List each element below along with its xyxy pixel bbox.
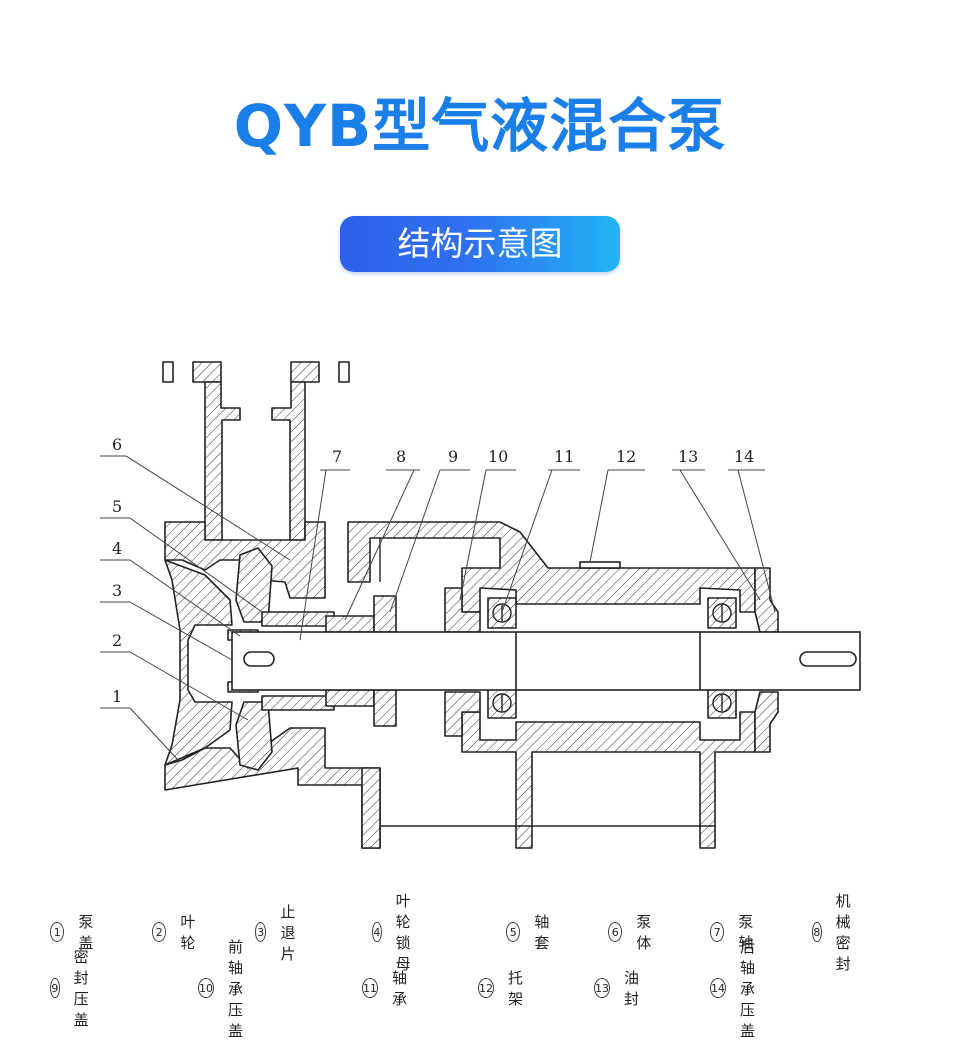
rear-bearing-cover-lower (754, 691, 779, 753)
outlet-flange-end-right (338, 361, 350, 383)
callout-3: 3 (112, 581, 122, 600)
legend-label: 泵体 (636, 913, 652, 952)
bracket-lower (461, 711, 756, 849)
callout-4: 4 (112, 539, 122, 558)
pump-shaft (231, 631, 861, 691)
legend-number: 9 (50, 978, 60, 998)
legend-item: 12 托架 (478, 969, 527, 1008)
legend-number: 14 (710, 978, 726, 998)
legend-number: 12 (478, 978, 494, 998)
legend-label: 机械密封 (835, 892, 851, 973)
bracket-base-left (361, 767, 381, 849)
legend-label: 托架 (508, 969, 524, 1008)
legend-item: 5 轴套 (506, 913, 555, 952)
legend-label: 密封压盖 (73, 948, 89, 1029)
callout-8: 8 (396, 447, 406, 466)
legend-item: 14 后轴承压盖 (710, 938, 759, 1040)
legend-number: 4 (372, 922, 382, 942)
legend-item: 11 轴承 (362, 969, 411, 1008)
legend-number: 5 (506, 922, 521, 942)
impeller-upper (235, 547, 273, 623)
legend-number: 7 (710, 922, 725, 942)
legend-label: 前轴承压盖 (228, 937, 244, 1040)
callout-1: 1 (112, 687, 122, 706)
callout-7: 7 (332, 447, 342, 466)
pump-cover (164, 559, 233, 766)
shaft-keyway-left (243, 651, 275, 667)
legend-number: 11 (362, 978, 378, 998)
legend-item: 9 密封压盖 (50, 948, 99, 1029)
legend-number: 10 (198, 978, 214, 998)
outlet-neck-left (204, 381, 241, 541)
shaft-keyway-right (799, 651, 857, 667)
mechanical-seal-top (325, 615, 375, 633)
legend-item: 7 泵轴 (710, 913, 759, 952)
legend-number: 8 (812, 922, 822, 942)
shaft-sleeve-top (261, 611, 335, 627)
legend-label: 轴套 (534, 913, 550, 952)
legend-number: 13 (594, 978, 610, 998)
legend-label: 后轴承压盖 (740, 937, 756, 1040)
bracket-upper (347, 521, 756, 613)
legend-label: 叶轮 (180, 913, 196, 952)
page-title: QYB型气液混合泵 (233, 92, 727, 160)
seal-gland-top (373, 595, 397, 633)
legend-item: 13 油封 (594, 969, 643, 1008)
callout-13: 13 (678, 447, 698, 466)
callout-9: 9 (448, 447, 458, 466)
callout-10: 10 (488, 447, 508, 466)
legend-label: 轴承 (392, 969, 408, 1008)
legend-label: 叶轮锁母 (395, 892, 411, 973)
callout-14: 14 (734, 447, 754, 466)
rear-bearing-cover-upper (754, 567, 779, 633)
outlet-flange-left (192, 361, 222, 383)
legend-label: 油封 (624, 969, 640, 1008)
callout-6: 6 (112, 435, 122, 454)
callout-11: 11 (554, 447, 574, 466)
legend-item: 3 止退片 (255, 903, 304, 963)
shaft-sleeve-bottom (261, 695, 335, 711)
seal-gland-bottom (373, 689, 397, 727)
legend-item: 6 泵体 (608, 913, 657, 952)
impeller-lower (235, 701, 273, 771)
legend-number: 3 (255, 922, 267, 942)
legend-item: 2 叶轮 (152, 913, 201, 952)
subtitle-badge: 结构示意图 (340, 216, 620, 272)
legend-label: 止退片 (280, 902, 296, 963)
legend-number: 1 (50, 922, 65, 942)
legend-item: 4 叶轮锁母 (372, 892, 421, 973)
legend-label: 泵盖 (78, 913, 94, 952)
outlet-neck-right (271, 381, 306, 541)
bracket-oil-plug (579, 561, 621, 569)
callout-2: 2 (112, 631, 122, 650)
legend-label: 泵轴 (738, 913, 754, 952)
legend-number: 6 (608, 922, 623, 942)
legend-item: 1 泵盖 (50, 913, 99, 952)
legend-item: 10 前轴承压盖 (198, 938, 247, 1040)
outlet-flange-end-left (162, 361, 174, 383)
legend-number: 2 (152, 922, 167, 942)
pump-body-lower (164, 727, 381, 849)
outlet-flange-right (290, 361, 320, 383)
front-bearing-cover-lower (444, 691, 481, 737)
callout-12: 12 (616, 447, 636, 466)
callout-5: 5 (112, 497, 122, 516)
legend-item: 8 机械密封 (812, 892, 861, 973)
mechanical-seal-bottom (325, 689, 375, 707)
